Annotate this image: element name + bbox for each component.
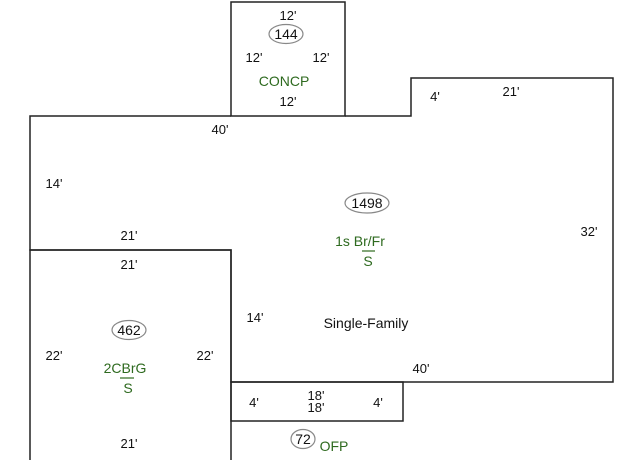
garage-area: 462 bbox=[117, 322, 141, 338]
main-dim-inner-vertical: 14' bbox=[247, 310, 264, 325]
garage-outline bbox=[29, 249, 232, 460]
main-description: Single-Family bbox=[324, 315, 409, 331]
main-dim-top-right: 21' bbox=[503, 84, 520, 99]
ofp-dim-top: 18' bbox=[308, 388, 325, 403]
concp-dim-right: 12' bbox=[313, 50, 330, 65]
main-code-bottom: S bbox=[363, 253, 372, 269]
main-dim-bottom: 40' bbox=[413, 361, 430, 376]
main-dim-right: 32' bbox=[581, 224, 598, 239]
main-dim-step-up: 4' bbox=[430, 89, 440, 104]
concp-dim-left: 12' bbox=[246, 50, 263, 65]
ofp-code: OFP bbox=[320, 438, 349, 454]
ofp-area-bubble bbox=[290, 428, 316, 450]
concp-area: 144 bbox=[274, 26, 298, 42]
concp-area-bubble bbox=[268, 23, 304, 45]
main-area-bubble bbox=[344, 192, 390, 214]
garage-dim-top: 21' bbox=[121, 257, 138, 272]
ofp-dim-right: 4' bbox=[373, 395, 383, 410]
garage-area-bubble bbox=[111, 319, 147, 341]
garage-dim-right: 22' bbox=[197, 348, 214, 363]
concp-outline bbox=[230, 1, 346, 117]
main-dim-top-left: 40' bbox=[212, 122, 229, 137]
main-dim-inner-horizontal: 21' bbox=[121, 228, 138, 243]
garage-section: 21' 462 22' 22' 2CBrG S 21' bbox=[29, 249, 232, 460]
concp-dim-top: 12' bbox=[280, 8, 297, 23]
concp-dim-bottom: 12' bbox=[280, 94, 297, 109]
main-code-top: 1s Br/Fr bbox=[335, 233, 385, 249]
main-section: 40' 4' 21' 14' 32' 21' 14' 40' 1498 1s B… bbox=[29, 77, 614, 383]
ofp-area: 72 bbox=[295, 431, 311, 447]
garage-code-top: 2CBrG bbox=[104, 360, 147, 376]
concp-section: 12' 144 12' 12' CONCP 12' bbox=[230, 1, 346, 117]
main-outline bbox=[29, 77, 614, 383]
garage-dim-bottom: 21' bbox=[121, 436, 138, 451]
ofp-dim-bottom: 18' bbox=[308, 400, 325, 415]
ofp-dim-left: 4' bbox=[249, 395, 259, 410]
main-area: 1498 bbox=[351, 195, 382, 211]
main-dim-left: 14' bbox=[46, 176, 63, 191]
ofp-section: 18' 18' 4' 4' 72 OFP bbox=[230, 381, 404, 454]
garage-dim-left: 22' bbox=[46, 348, 63, 363]
garage-code-bottom: S bbox=[123, 380, 132, 396]
ofp-outline bbox=[230, 381, 404, 422]
concp-code: CONCP bbox=[259, 73, 310, 89]
